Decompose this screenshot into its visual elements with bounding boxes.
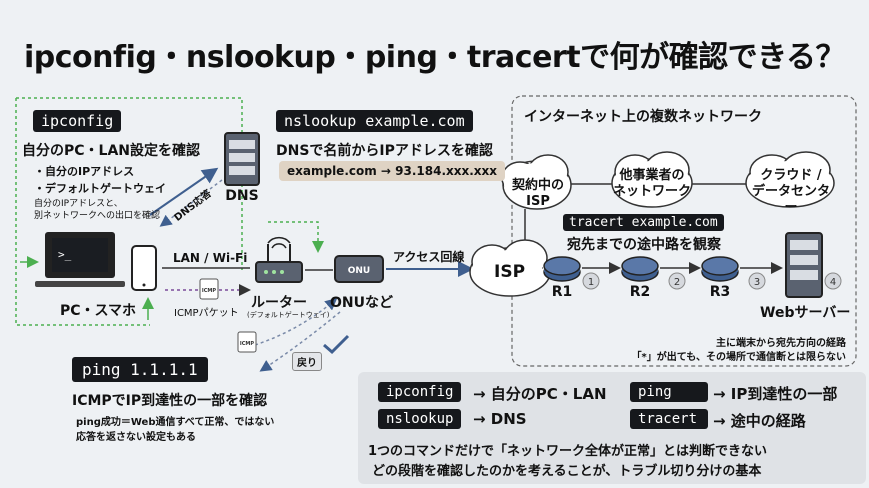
- icmp-packet-icon: [199, 278, 219, 300]
- ipconfig-note-1: 自分のIPアドレスと、: [34, 199, 123, 209]
- router-label: ルーター: [251, 295, 307, 311]
- tracert-note-2: 「*」が出ても、その場所で通信断とは限らない: [631, 352, 846, 363]
- check-mark-icon: [323, 334, 350, 355]
- dns-response-arrow: [159, 179, 223, 227]
- isp-contract-label: 契約中のISP: [511, 178, 564, 209]
- icmp-small-icon: [237, 331, 257, 353]
- icmp-packet-label: ICMPパケット: [174, 308, 239, 319]
- router-r2-label: R2: [629, 284, 651, 300]
- tracert-heading: 宛先までの途中路を観察: [567, 237, 721, 253]
- ipconfig-bullet-gateway: ・デフォルトゲートウェイ: [34, 182, 166, 195]
- onu-device-text: ONU: [348, 266, 371, 276]
- legend-nslookup-desc: → DNS: [473, 410, 527, 428]
- legend-nslookup-cmd: nslookup: [378, 409, 462, 429]
- dns-label: DNS: [225, 188, 259, 204]
- ping-command: ping 1.1.1.1: [72, 357, 208, 382]
- router-icon: [255, 236, 303, 283]
- other-network-cloud: [611, 151, 693, 208]
- pc-label: PC・スマホ: [59, 303, 137, 319]
- cloud-datacenter-cloud: [745, 151, 835, 208]
- return-label: 戻り: [292, 352, 322, 371]
- onu-icon: [334, 255, 384, 283]
- cloud-label-1: クラウド /: [760, 168, 822, 183]
- isp-cloud: [469, 239, 551, 297]
- router-r1-label: R1: [551, 284, 573, 300]
- hop-1-label: 1: [588, 277, 594, 288]
- internet-region: [511, 95, 857, 367]
- lan-label: LAN / Wi-Fi: [173, 251, 248, 265]
- svg-text:>_: >_: [58, 248, 72, 261]
- hop-3-label: 3: [754, 277, 760, 288]
- tracert-note-1: 主に端末から宛先方向の経路: [716, 338, 846, 349]
- ipconfig-command: ipconfig: [33, 110, 122, 132]
- nslookup-result: example.com → 93.184.xxx.xxx: [279, 161, 506, 181]
- cloud-label-2: データセンター: [751, 184, 830, 215]
- smartphone-icon: [131, 245, 157, 291]
- legend-ipconfig-desc: → 自分のPC・LAN: [473, 385, 607, 403]
- router-r3-icon: [701, 256, 739, 282]
- ipconfig-note-2: 別ネットワークへの出口を確認: [34, 211, 161, 221]
- legend-tracert-desc: → 途中の経路: [713, 412, 806, 430]
- ping-heading: ICMPでIP到達性の一部を確認: [72, 393, 268, 409]
- nslookup-dns-dashed-line: [268, 221, 324, 253]
- hop-1-badge: [582, 272, 600, 290]
- nslookup-command: nslookup example.com: [276, 110, 473, 132]
- ipconfig-heading: 自分のPC・LAN設定を確認: [22, 143, 201, 159]
- router-r3-label: R3: [709, 284, 731, 300]
- dns-query-arrow: [149, 167, 219, 216]
- ping-return-arrow: [259, 311, 341, 372]
- legend-ping-cmd: ping: [630, 382, 708, 402]
- dns-server-icon: [224, 132, 260, 186]
- web-server-icon: [785, 232, 823, 298]
- legend-summary-1: 1つのコマンドだけで「ネットワーク全体が正常」とは判断できない: [368, 444, 768, 459]
- router-sublabel: (デフォルトゲートウェイ): [247, 311, 330, 319]
- legend-summary-2: どの段階を確認したのかを考えることが、トラブル切り分けの基本: [372, 464, 762, 479]
- isp-contract-cloud: [501, 154, 572, 210]
- icmp-icon-text: ICMP: [202, 288, 217, 294]
- onu-label: ONUなど: [330, 295, 393, 311]
- ping-note-1: ping成功＝Web通信すべて正常、ではない: [76, 417, 275, 428]
- hop-2-label: 2: [674, 277, 680, 288]
- router-r2-icon: [621, 256, 659, 282]
- ipconfig-bullet-ip: ・自分のIPアドレス: [34, 165, 135, 178]
- hop-4-label: 4: [830, 277, 836, 288]
- legend-ping-desc: → IP到達性の一部: [713, 385, 838, 403]
- hop-2-badge: [668, 272, 686, 290]
- router-r1-icon: [543, 256, 581, 282]
- other-network-label-2: ネットワーク: [612, 184, 691, 199]
- icmp-small-icon-text: ICMP: [240, 341, 255, 347]
- hop-4-badge: [824, 272, 842, 290]
- isp-label: ISP: [494, 262, 526, 282]
- legend-ipconfig-cmd: ipconfig: [378, 382, 462, 402]
- nslookup-heading: DNSで名前からIPアドレスを確認: [276, 143, 493, 159]
- internet-title: インターネット上の複数ネットワーク: [524, 109, 762, 125]
- page-title: ipconfig・nslookup・ping・tracertで何が確認できる？: [24, 40, 845, 75]
- legend-tracert-cmd: tracert: [630, 409, 708, 429]
- pc-icon: >_: [35, 232, 125, 287]
- ping-note-2: 応答を返さない設定もある: [76, 432, 196, 443]
- access-line-label: アクセス回線: [393, 250, 465, 264]
- tracert-command: tracert example.com: [563, 214, 724, 231]
- web-server-label: Webサーバー: [760, 305, 851, 321]
- hop-3-badge: [748, 272, 766, 290]
- other-network-label-1: 他事業者の: [619, 168, 685, 183]
